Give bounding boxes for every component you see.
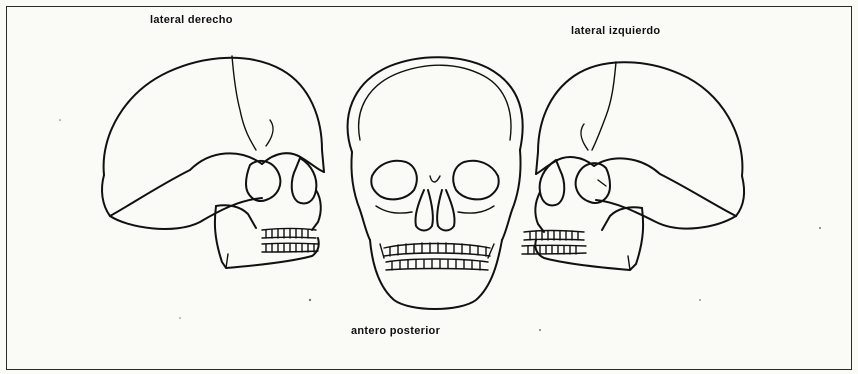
skull-lateral-right-illustration [102, 56, 324, 268]
scan-specks [59, 119, 821, 331]
skull-frontal-illustration [348, 57, 523, 309]
skull-lateral-left-illustration [522, 62, 744, 270]
